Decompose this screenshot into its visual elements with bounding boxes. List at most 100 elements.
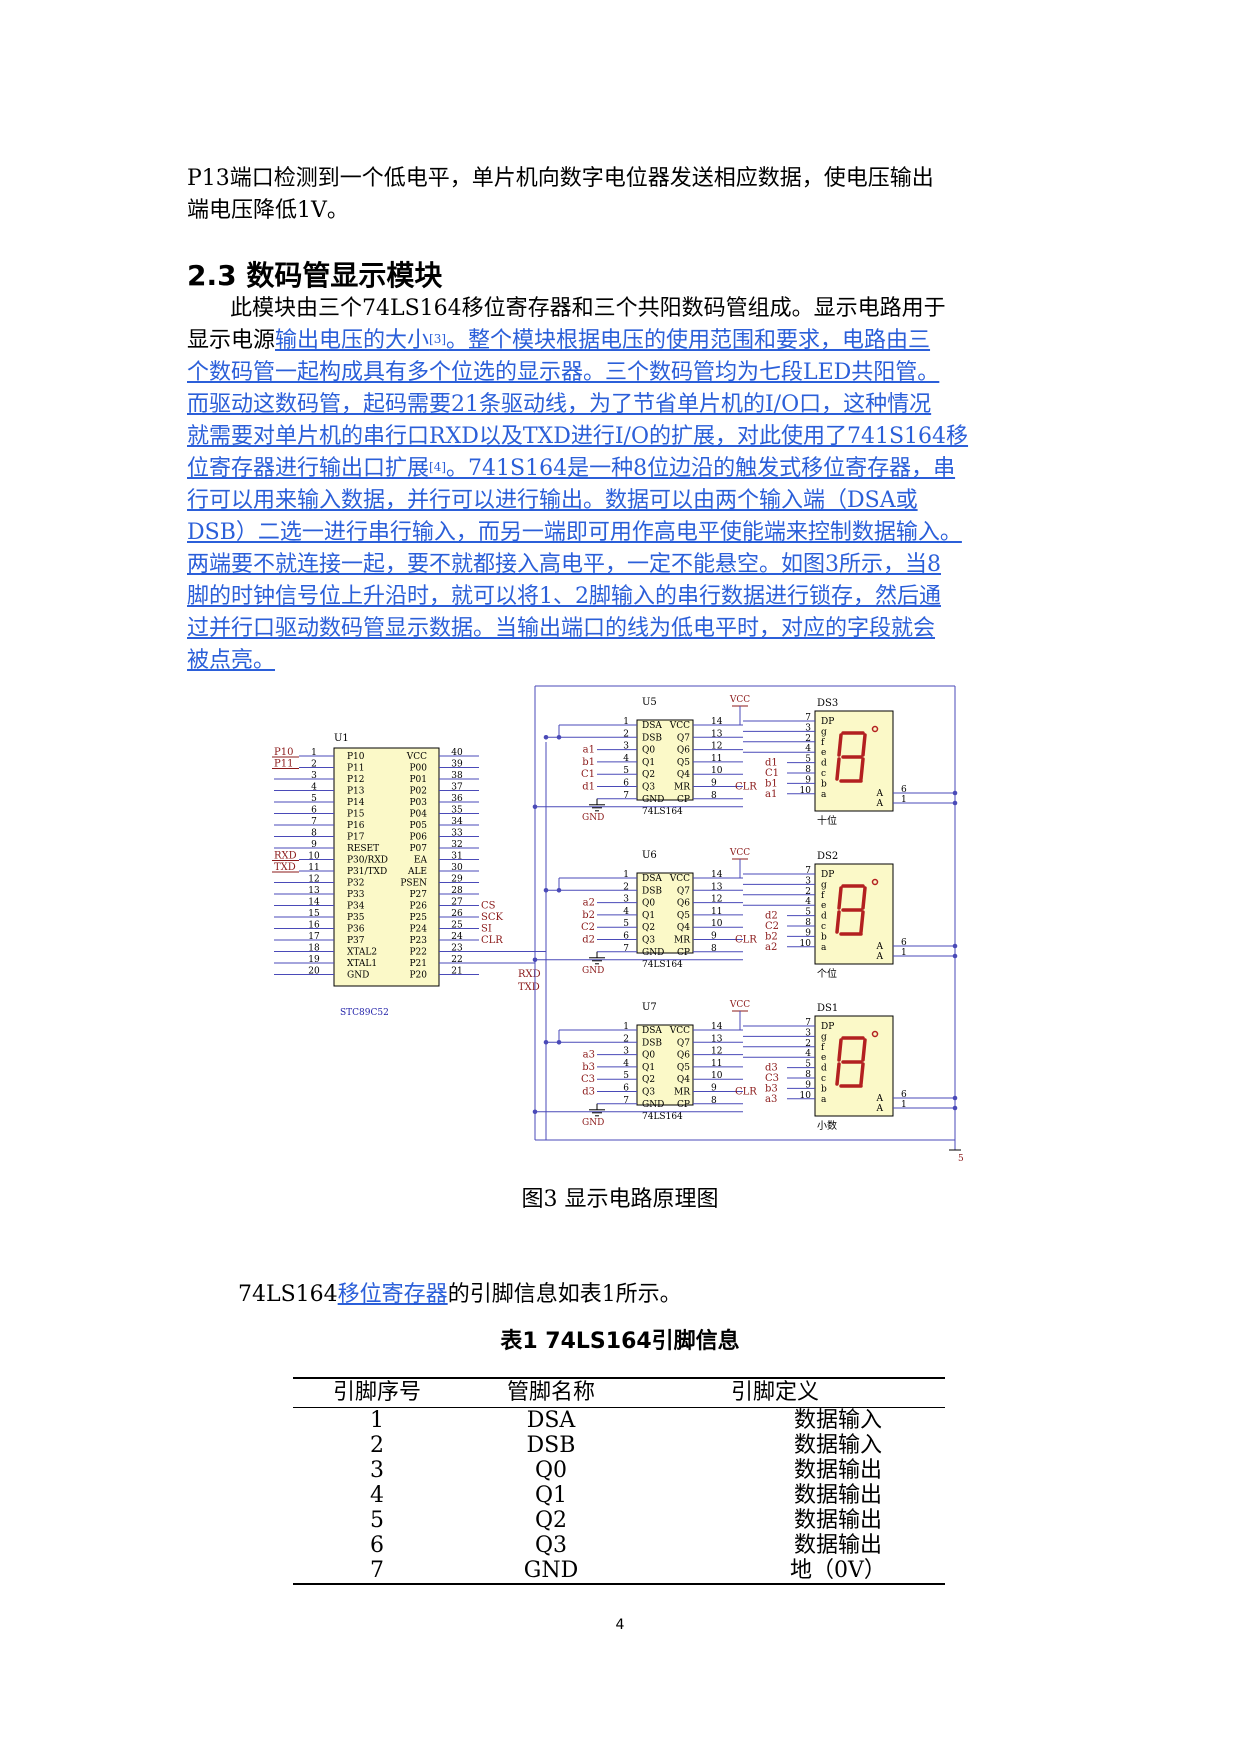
pin-name: Q3 [534,1533,568,1558]
para-line-8[interactable]: DSB）二选一进行串行输入，而另一端即可用作高电平使能端来控制数据输入。 [187,520,962,545]
mcu-pin-name: P27 [409,890,427,900]
mcu-pin-name: P15 [347,810,365,820]
ic-pin-number: 11 [711,754,722,764]
mcu-pin-number: 34 [451,817,463,827]
pin-name: Q2 [534,1508,568,1533]
mcu-pin-number: 15 [308,909,320,919]
ic-net-label: b3 [582,1062,595,1073]
junction-dot [556,1040,562,1045]
seg-pin-number: 5 [805,908,811,918]
para-line-3[interactable]: 个数码管一起构成具有多个位选的显示器。三个数码管均为七段LED共阳管。 [187,360,940,385]
digit-label: 十位 [817,814,837,827]
citation-4[interactable]: [4] [429,460,447,474]
table-header-row: 引脚序号 管脚名称 引脚定义 [293,1377,945,1408]
seg-pin-name: d [821,1064,827,1074]
pin-number: 5 [370,1508,384,1533]
ic-pin-name: Q2 [642,1075,655,1085]
citation-3[interactable]: [3] [429,332,447,346]
ic-pin-number: 2 [623,882,629,892]
decimal-point [871,725,879,733]
pin-number: 2 [370,1433,384,1458]
para-line-12[interactable]: 被点亮。 [187,648,276,673]
decimal-point [871,1030,879,1038]
pin-definition: 数据输入 [793,1408,882,1433]
mcu-pin-name: P24 [409,925,427,935]
seg-pin-number: 9 [805,928,811,938]
supply-label: 5 [958,1154,964,1164]
ic-body [636,872,694,954]
mcu-pin-number: 21 [451,967,462,977]
ic-pin-name: Q1 [642,758,655,768]
seven-seg-body [814,1015,894,1117]
seg-pin-number: 7 [805,866,811,876]
para-line-6[interactable]: 位寄存器进行输出口扩展[4]。741S164是一种8位边沿的触发式移位寄存器，串 [187,456,956,481]
mcu-pin-name: P13 [347,787,365,797]
seg-pin-number: 7 [805,1018,811,1028]
anode-pin-number: 6 [901,785,907,795]
para-line-10[interactable]: 脚的时钟信号位上升沿时，就可以将1、2脚输入的串行数据进行锁存，然后通 [187,584,941,609]
seg-pin-name: g [821,1032,827,1042]
pin-number: 6 [370,1533,384,1558]
ic-net-label: d1 [582,782,595,793]
ic-pin-number: 9 [711,779,717,789]
mcu-pin-name: RESET [347,844,379,854]
mcu-pin-number: 8 [311,829,317,839]
seg-pin-name: a [821,943,827,953]
segment [859,910,865,934]
seg-pin-name: DP [821,1022,834,1032]
para-line-11[interactable]: 过并行口驱动数码管显示数据。当输出端口的线为低电平时，对应的字段就会 [187,616,936,641]
ic-pin-name: Q3 [642,783,655,793]
junction-dot [543,888,549,893]
junction-dot [952,943,958,949]
anode-pin-name: A [876,789,884,799]
bus-label-txd: TXD [518,982,540,993]
ic-pin-name: Q6 [677,899,690,909]
ic-pin-name: DSA [642,874,662,884]
ic-pin-number: 12 [711,1047,722,1057]
mcu-net-label: P10 [274,747,293,758]
pin-name: DSA [526,1408,576,1433]
ic-pin-number: 3 [623,1047,629,1057]
ic-net-label: d2 [582,935,595,946]
seg-pin-name: c [821,1074,826,1084]
ic-pin-number: 10 [711,1071,723,1081]
ic-pin-number: 12 [711,742,722,752]
mcu-pin-number: 30 [451,863,463,873]
anode-pin-name: A [876,1094,884,1104]
ic-pin-name: Q0 [642,746,655,756]
mcu-pin-name: P32 [347,879,365,889]
ic-pin-number: 7 [623,1096,629,1106]
table-title: 表1 74LS164引脚信息 [500,1329,740,1354]
seg-pin-number: 5 [805,755,811,765]
mcu-pin-name: XTAL1 [347,959,377,969]
ic-pin-number: 14 [711,717,723,727]
para-line-4[interactable]: 而驱动这数码管，起码需要21条驱动线，为了节省单片机的I/O口，这种情况 [187,392,932,417]
anode-pin-name: A [876,952,884,962]
mcu-pin-name: P04 [409,810,427,820]
intro-line-2: 端电压降低1V。 [187,198,349,223]
ic-pin-name: GND [642,1100,664,1110]
mcu-pin-name: VCC [406,752,427,762]
seg-pin-number: 5 [805,1060,811,1070]
shift-register-link[interactable]: 移位寄存器 [337,1282,448,1307]
seg-net-label: d3 [765,1063,778,1074]
pin-number: 4 [370,1483,384,1508]
ic-pin-number: 13 [711,1034,723,1044]
para-line-7[interactable]: 行可以用来输入数据，并行可以进行输出。数据可以由两个输入端（DSA或 [187,488,918,513]
ic-pin-number: 10 [711,919,723,929]
para-line-9[interactable]: 两端要不就连接一起，要不就都接入高电平，一定不能悬空。如图3所示，当8 [187,552,941,577]
segment [859,757,865,781]
ic-pin-name: DSB [642,733,662,743]
ic-pin-name: Q0 [642,1051,655,1061]
para-line-5[interactable]: 就需要对单片机的串行口RXD以及TXD进行I/O的扩展，对此使用了741S164… [187,424,969,449]
ic-pin-name: Q5 [677,758,690,768]
output-voltage-link[interactable]: 输出电压的大小[3]。整个模块根据电压的使用范围和要求，电路由三 [275,328,931,353]
ic-net-label: a3 [583,1050,595,1061]
mcu-pin-name: P37 [347,936,365,946]
mcu-pin-name: P03 [409,798,427,808]
seg-pin-name: a [821,790,827,800]
mcu-pin-number: 11 [308,863,319,873]
mcu-pin-number: 3 [311,771,317,781]
